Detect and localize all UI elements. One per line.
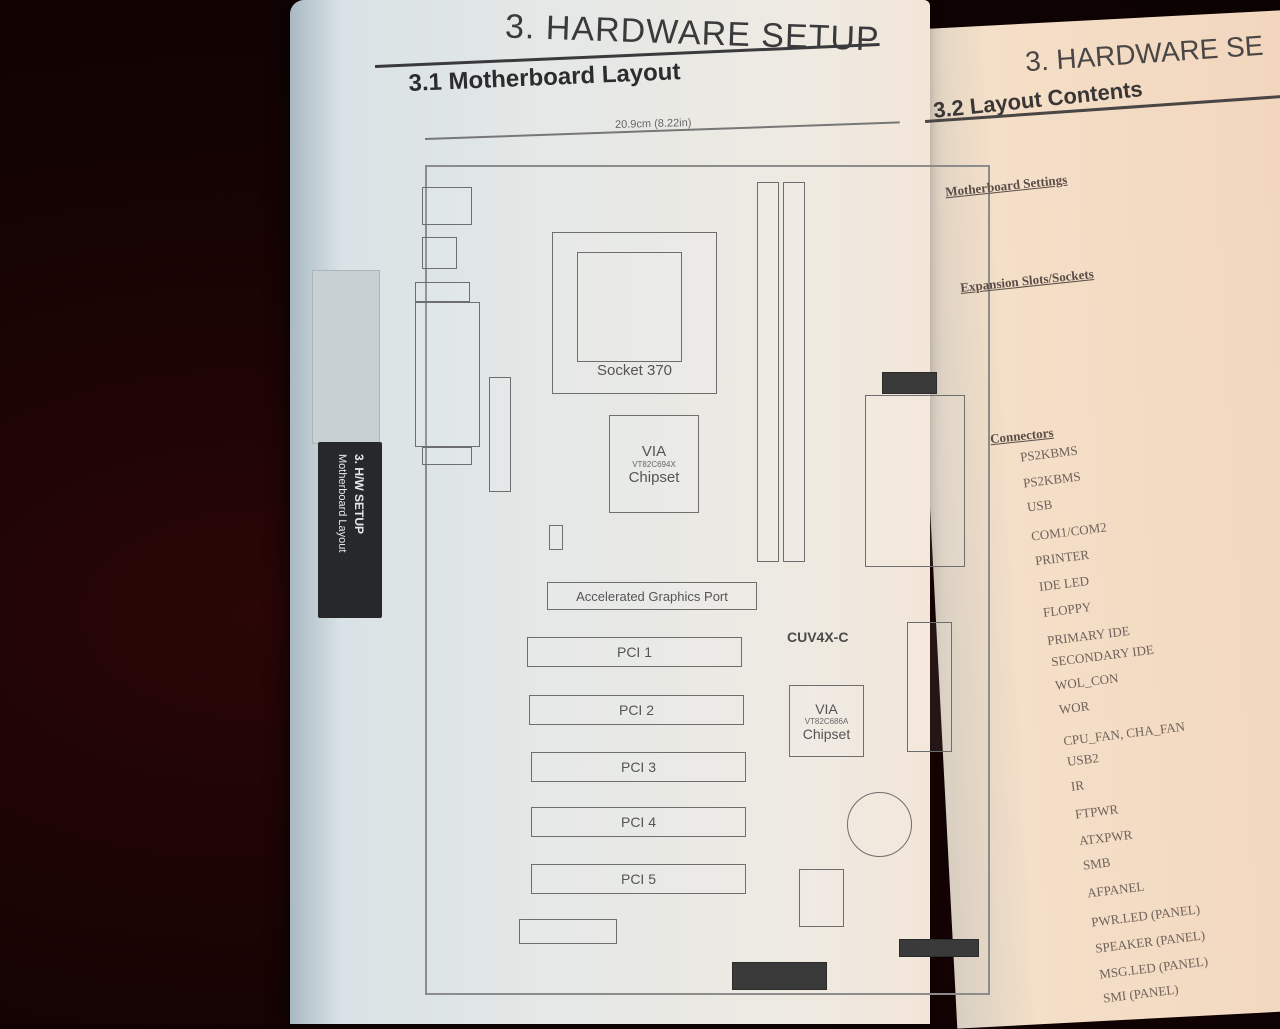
pci-slot-2-label: PCI 2 bbox=[618, 702, 654, 718]
board-model-label: CUV4X-C bbox=[787, 629, 849, 645]
side-tab-title: 3. H/W SETUP bbox=[352, 454, 366, 535]
com-connector-small bbox=[415, 282, 470, 302]
pci-slot-4: PCI 4 bbox=[531, 807, 746, 837]
dimm-slot-2 bbox=[783, 182, 805, 562]
atx-power-connector bbox=[865, 395, 965, 567]
northbridge-chipset: VIA VT82C694X Chipset bbox=[609, 415, 699, 513]
usb-connector bbox=[422, 237, 457, 269]
southbridge-label: Chipset bbox=[802, 725, 851, 742]
cpu-fan-header bbox=[549, 525, 563, 550]
pci-slot-5: PCI 5 bbox=[531, 864, 746, 894]
agp-slot-label: Accelerated Graphics Port bbox=[576, 588, 728, 604]
wake-on-ring-header bbox=[519, 919, 617, 944]
ide-connectors bbox=[907, 622, 952, 752]
northbridge-model: VT82C694X bbox=[632, 459, 676, 469]
pci-slot-2: PCI 2 bbox=[529, 695, 744, 725]
pci-slot-3-label: PCI 3 bbox=[620, 759, 656, 775]
agp-slot: Accelerated Graphics Port bbox=[547, 582, 757, 610]
connector-item: IR bbox=[1070, 777, 1085, 794]
northbridge-label: Chipset bbox=[628, 468, 680, 486]
dimm-slot-1 bbox=[757, 182, 779, 562]
cmos-battery bbox=[847, 792, 912, 857]
pci-slot-1-label: PCI 1 bbox=[616, 644, 652, 660]
cpu-socket-inner bbox=[577, 252, 682, 362]
bios-chip bbox=[799, 869, 844, 927]
panel-connector bbox=[899, 939, 979, 957]
connector-item: SMB bbox=[1082, 854, 1112, 873]
page-tab-blank bbox=[312, 270, 380, 444]
pci-slot-5-label: PCI 5 bbox=[620, 871, 656, 887]
ps2-connector bbox=[422, 187, 472, 225]
pci-slot-3: PCI 3 bbox=[531, 752, 746, 782]
southbridge-brand: VIA bbox=[815, 700, 838, 717]
side-tab: 3. H/W SETUP Motherboard Layout bbox=[318, 442, 382, 618]
motherboard-diagram: Socket 370 VIA VT82C694X Chipset Acceler… bbox=[415, 165, 990, 995]
pci-slot-1: PCI 1 bbox=[527, 637, 742, 667]
parallel-serial-ports bbox=[415, 302, 480, 447]
connector-item: USB bbox=[1026, 496, 1054, 515]
northbridge-brand: VIA bbox=[641, 442, 667, 460]
southbridge-model: VT82C686A bbox=[804, 716, 849, 726]
cpu-socket-label: Socket 370 bbox=[596, 362, 673, 379]
floppy-connector bbox=[732, 962, 827, 990]
atx-power-label bbox=[882, 372, 937, 394]
audio-header bbox=[489, 377, 511, 492]
pci-slot-4-label: PCI 4 bbox=[620, 814, 656, 830]
game-port bbox=[422, 447, 472, 465]
southbridge-chipset: VIA VT82C686A Chipset bbox=[789, 685, 864, 757]
cpu-socket: Socket 370 bbox=[552, 232, 717, 394]
side-tab-subtitle: Motherboard Layout bbox=[336, 454, 348, 553]
